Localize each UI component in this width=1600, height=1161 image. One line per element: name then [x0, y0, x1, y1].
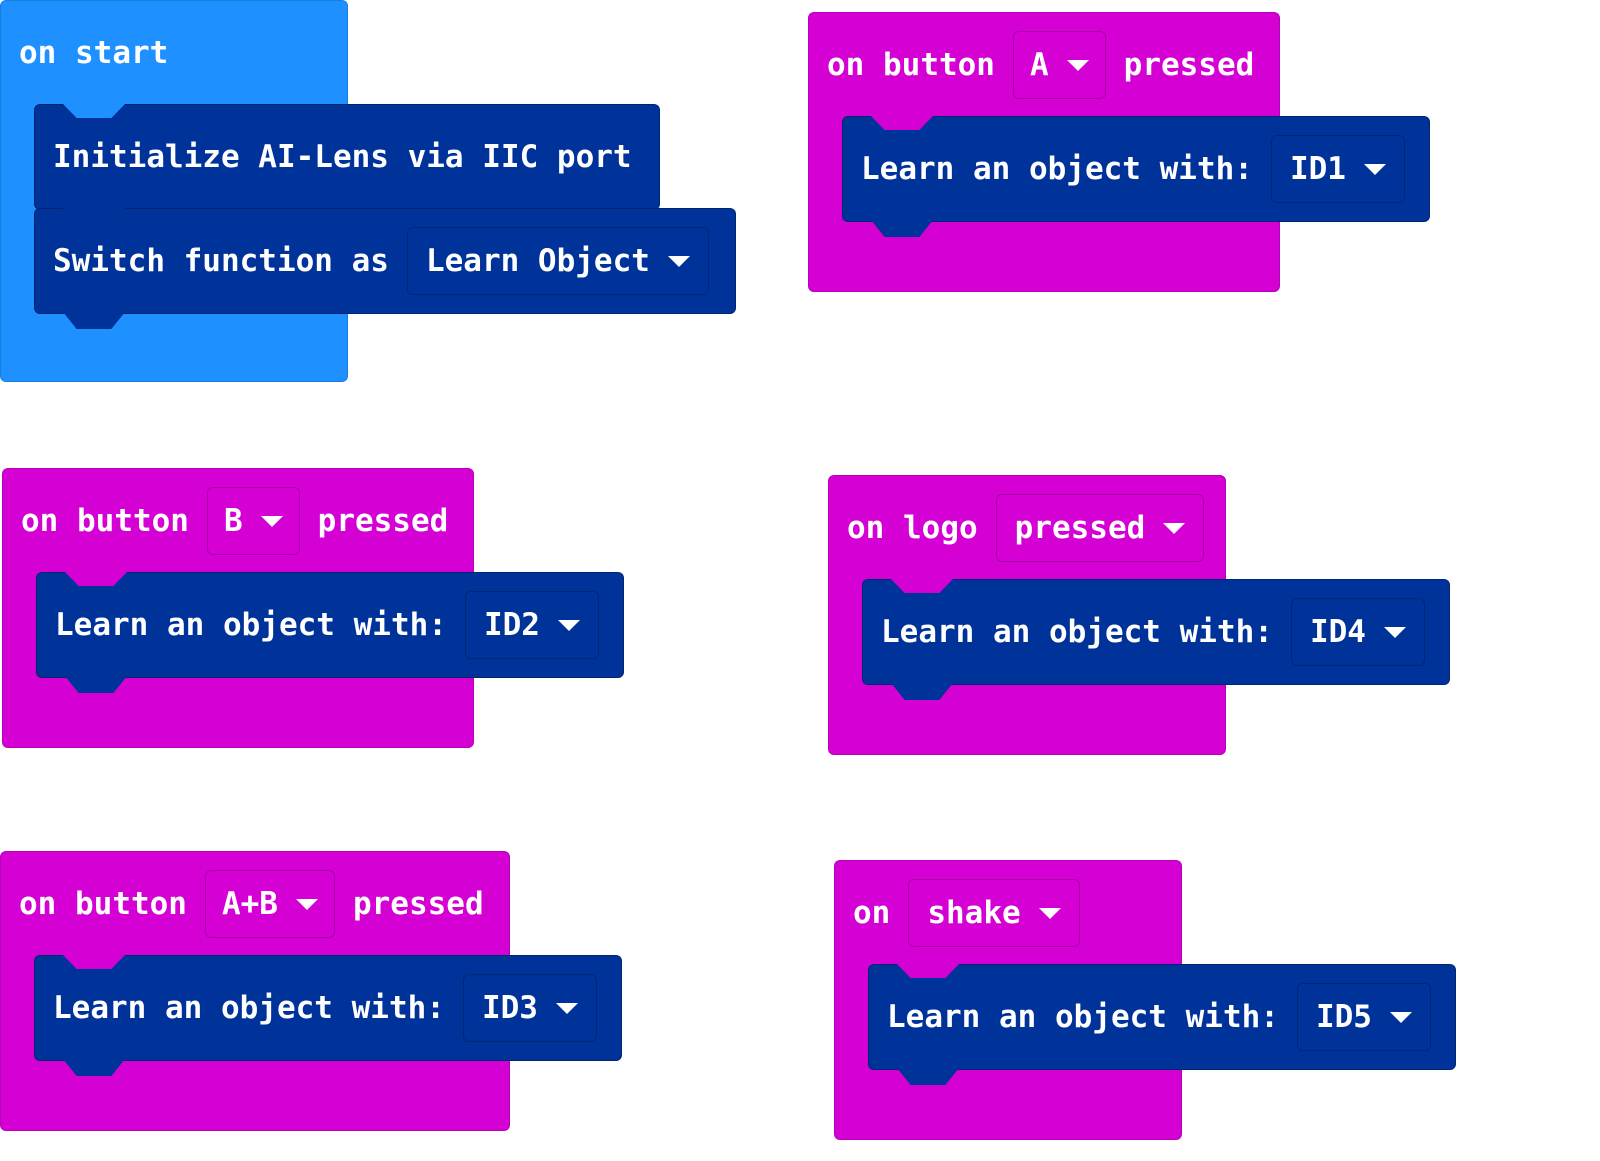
learn-object-block[interactable]: Learn an object with: ID4	[862, 579, 1450, 700]
pressed-label: pressed	[317, 502, 449, 539]
connector-notch	[871, 116, 933, 130]
id-dropdown-value: ID2	[483, 606, 540, 643]
id-dropdown-value: ID1	[1289, 150, 1346, 187]
initialize-ai-lens-label: Initialize AI-Lens via IIC port	[53, 138, 632, 175]
id-dropdown[interactable]: ID4	[1290, 598, 1425, 666]
caret-down-icon	[555, 1002, 578, 1014]
connector-tab	[871, 220, 933, 237]
connector-notch	[63, 208, 125, 222]
button-dropdown[interactable]: A+B	[204, 870, 335, 938]
on-logo-label: on logo	[847, 509, 978, 546]
on-label: on	[853, 894, 891, 931]
caret-down-icon	[1389, 1011, 1412, 1023]
learn-object-label: Learn an object with:	[881, 613, 1273, 650]
connector-tab	[63, 1059, 125, 1076]
caret-down-icon	[1363, 163, 1386, 175]
button-dropdown-value: B	[223, 502, 243, 539]
id-dropdown-value: ID5	[1315, 998, 1372, 1035]
caret-down-icon	[1383, 626, 1406, 638]
switch-function-label: Switch function as	[53, 242, 389, 279]
id-dropdown[interactable]: ID5	[1296, 983, 1431, 1051]
learn-object-block[interactable]: Learn an object with: ID3	[34, 955, 622, 1076]
learn-object-block[interactable]: Learn an object with: ID1	[842, 116, 1430, 237]
id-dropdown-value: ID3	[481, 989, 538, 1026]
learn-object-label: Learn an object with:	[887, 998, 1279, 1035]
connector-notch	[65, 572, 127, 586]
on-button-label: on button	[21, 502, 189, 539]
function-dropdown[interactable]: Learn Object	[406, 227, 709, 295]
gesture-dropdown-value: shake	[927, 894, 1021, 931]
learn-object-label: Learn an object with:	[53, 989, 445, 1026]
logo-event-dropdown-value: pressed	[1014, 509, 1146, 546]
learn-object-label: Learn an object with:	[55, 606, 447, 643]
caret-down-icon	[1163, 522, 1186, 534]
pressed-label: pressed	[1123, 46, 1255, 83]
caret-down-icon	[1066, 59, 1089, 71]
on-start-label: on start	[19, 34, 169, 71]
connector-tab	[63, 312, 125, 329]
connector-notch	[897, 964, 959, 978]
learn-object-label: Learn an object with:	[861, 150, 1253, 187]
button-dropdown-value: A+B	[221, 885, 278, 922]
gesture-dropdown[interactable]: shake	[908, 879, 1080, 947]
logo-event-dropdown[interactable]: pressed	[995, 494, 1205, 562]
connector-tab	[65, 676, 127, 693]
id-dropdown[interactable]: ID1	[1270, 135, 1405, 203]
connector-notch	[63, 104, 125, 118]
caret-down-icon	[295, 898, 318, 910]
connector-notch	[63, 955, 125, 969]
button-dropdown[interactable]: A	[1012, 31, 1106, 99]
id-dropdown[interactable]: ID2	[464, 591, 599, 659]
connector-tab	[897, 1068, 959, 1085]
connector-notch	[891, 579, 953, 593]
button-dropdown-value: A	[1029, 46, 1049, 83]
id-dropdown[interactable]: ID3	[462, 974, 597, 1042]
learn-object-block[interactable]: Learn an object with: ID5	[868, 964, 1456, 1085]
caret-down-icon	[667, 255, 690, 267]
on-button-label: on button	[19, 885, 187, 922]
pressed-label: pressed	[352, 885, 484, 922]
learn-object-block[interactable]: Learn an object with: ID2	[36, 572, 624, 693]
button-dropdown[interactable]: B	[206, 487, 300, 555]
function-dropdown-value: Learn Object	[425, 242, 650, 279]
caret-down-icon	[260, 515, 283, 527]
caret-down-icon	[1038, 907, 1061, 919]
switch-function-block[interactable]: Switch function as Learn Object	[34, 208, 736, 329]
connector-tab	[891, 683, 953, 700]
initialize-ai-lens-block[interactable]: Initialize AI-Lens via IIC port	[34, 104, 660, 210]
id-dropdown-value: ID4	[1309, 613, 1366, 650]
caret-down-icon	[557, 619, 580, 631]
on-button-label: on button	[827, 46, 995, 83]
